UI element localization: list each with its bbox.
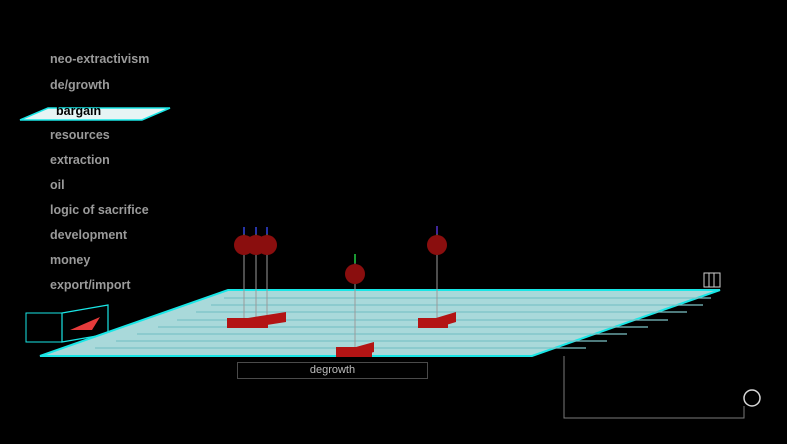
circle-icon[interactable] [743,389,761,407]
tab-box-icon [703,272,721,288]
menu-item-export-import[interactable]: export/import [50,278,131,292]
menu-item-bargain[interactable]: bargain [56,104,102,118]
marker-cluster-left[interactable] [227,227,286,328]
menu-item-extraction[interactable]: extraction [50,153,110,167]
marker-center[interactable] [336,254,374,357]
connector-line [563,356,745,419]
menu-item-development[interactable]: development [50,228,128,242]
menu-item-resources[interactable]: resources [50,128,110,142]
menu-item-de-growth[interactable]: de/growth [50,78,110,92]
base-plane [39,289,721,357]
triangle-play-icon [70,317,100,330]
menu-item-neo-extractivism[interactable]: neo-extractivism [50,52,150,66]
axis-label: degrowth [237,362,428,379]
menu-item-oil[interactable]: oil [50,178,65,192]
marker-right[interactable] [418,226,456,328]
menu-item-money[interactable]: money [50,253,91,267]
menu-item-logic-of-sacrifice[interactable]: logic of sacrifice [50,203,149,217]
